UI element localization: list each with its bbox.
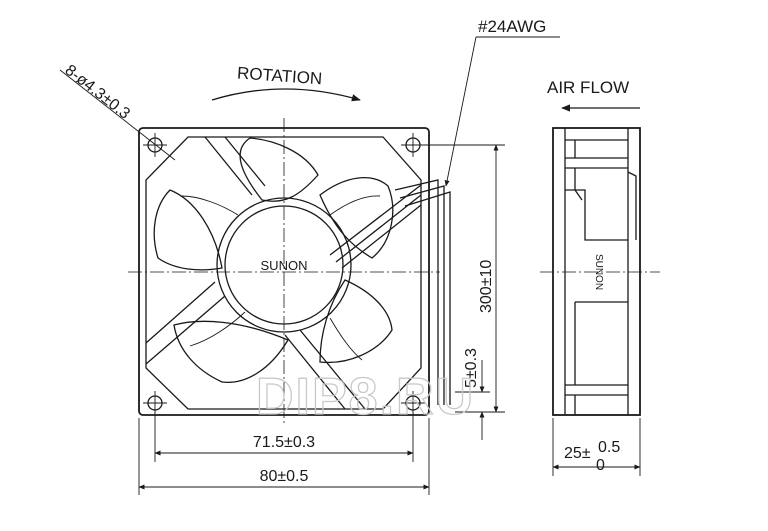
wire-gauge-label: #24AWG (478, 17, 546, 36)
hub-brand-label: SUNON (261, 258, 308, 273)
hole-spacing-dimension: 71.5±0.3 (154, 412, 414, 462)
frame-width-dimension: 80±0.5 (138, 418, 430, 495)
wire-gauge-callout: #24AWG (446, 17, 560, 186)
side-housing-upper (565, 157, 637, 241)
frame-inner-rim (145, 136, 422, 410)
mounting-holes (143, 133, 425, 415)
hole-spacing-label: 71.5±0.3 (253, 434, 315, 451)
watermark: DIP8.RU (256, 368, 475, 426)
thickness-base-label: 25± (564, 445, 591, 462)
hole-spec-leader (59, 69, 176, 161)
thickness-upper-tolerance: 0.5 (598, 439, 620, 456)
lead-length-dimension: 300±10 (420, 144, 505, 413)
frame-strut-bottom-right (284, 329, 366, 410)
side-housing-lower (565, 301, 628, 415)
side-view: AIR FLOW SUNON 25± 0.5 0 (540, 78, 660, 476)
air-flow-label: AIR FLOW (547, 78, 629, 97)
strip-length-label: 5±0.3 (463, 348, 480, 388)
thickness-lower-tolerance: 0 (596, 457, 605, 474)
side-brand-label: SUNON (593, 254, 604, 290)
rotation-label: ROTATION (236, 63, 322, 88)
lead-length-label: 300±10 (478, 260, 495, 313)
frame-strut-bottom-left (145, 281, 226, 365)
rotation-arrow (211, 88, 361, 102)
frame-strut-top-left (204, 136, 266, 196)
strip-length-dimension: 5±0.3 (455, 348, 490, 440)
side-frame (552, 127, 641, 416)
hole-spec-label: 8-ø4.3±0.3 (62, 62, 133, 123)
frame-width-label: 80±0.5 (260, 468, 309, 485)
